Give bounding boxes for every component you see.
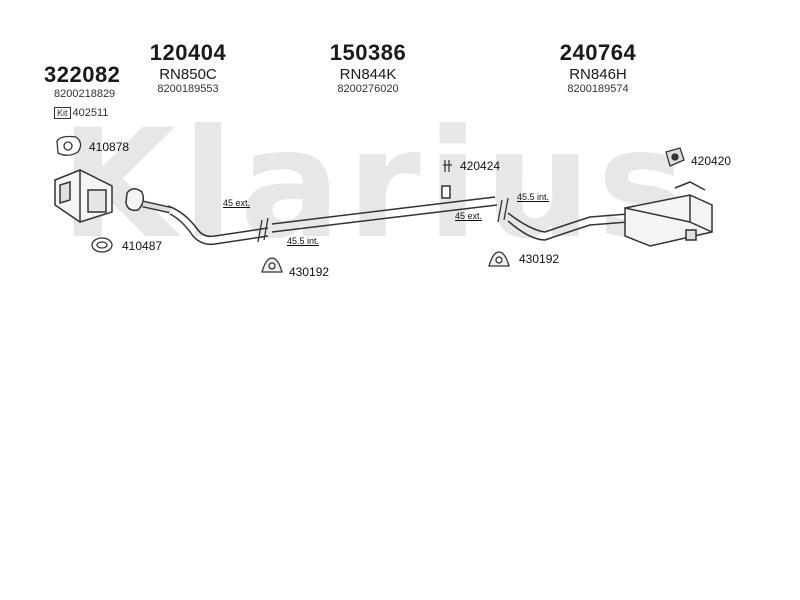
- brand-watermark: Klarius: [60, 98, 693, 272]
- joint2-ext-dimension: 45 ext.: [455, 211, 483, 221]
- part-number-150386[interactable]: 150386: [329, 40, 407, 65]
- fitting-420424-label[interactable]: 420424: [460, 159, 501, 173]
- clamp-420420-icon: [665, 147, 685, 167]
- joint1-ext-dimension: 45 ext.: [223, 198, 251, 208]
- rubber-mount-430192-right-icon: [488, 251, 510, 267]
- ring-410487-icon: [91, 237, 113, 253]
- joint1-int-dimension: 45.5 int.: [287, 236, 320, 246]
- part-number-322082[interactable]: 322082: [44, 62, 121, 87]
- part-code-rn844k: RN844K: [339, 66, 397, 83]
- oe-number-322082: 8200218829: [54, 88, 116, 100]
- oe-number-120404: 8200189553: [157, 83, 219, 95]
- rear-silencer-drawing[interactable]: [624, 181, 713, 247]
- kit-tag: Kit: [54, 107, 71, 119]
- oe-number-240764: 8200189574: [567, 83, 629, 95]
- part-block-120404: 120404 RN850C 8200189553: [150, 40, 226, 95]
- part-block-150386: 150386 RN844K 8200276020: [330, 40, 406, 95]
- part-block-240764: 240764 RN846H 8200189574: [560, 40, 636, 95]
- fitting-410487-label[interactable]: 410487: [122, 239, 163, 253]
- clamp-420424-icon: [443, 160, 452, 172]
- joint2-int-dimension: 45.5 int.: [517, 192, 550, 202]
- part-code-rn850c: RN850C: [159, 66, 217, 83]
- fitting-410878-label[interactable]: 410878: [89, 140, 130, 154]
- rubber-mount-430192-left-icon: [261, 257, 283, 273]
- fitting-430192-left-label[interactable]: 430192: [289, 265, 330, 279]
- oe-number-150386: 8200276020: [337, 83, 399, 95]
- fitting-430192-right-label[interactable]: 430192: [519, 252, 560, 266]
- center-pipe-drawing[interactable]: [271, 185, 498, 233]
- part-number-120404[interactable]: 120404: [149, 40, 227, 65]
- front-pipe-drawing[interactable]: [167, 205, 269, 246]
- gasket-410878-icon: [56, 135, 82, 156]
- fitting-420420-label[interactable]: 420420: [691, 154, 732, 168]
- part-code-rn846h: RN846H: [569, 66, 627, 83]
- rear-pipe-drawing[interactable]: [507, 212, 629, 241]
- joint-markers: [257, 197, 509, 243]
- kit-number-402511[interactable]: 402511: [72, 107, 109, 119]
- flex-pipe-drawing[interactable]: [125, 188, 171, 214]
- catalyst-drawing[interactable]: [54, 169, 113, 223]
- part-number-240764[interactable]: 240764: [559, 40, 637, 65]
